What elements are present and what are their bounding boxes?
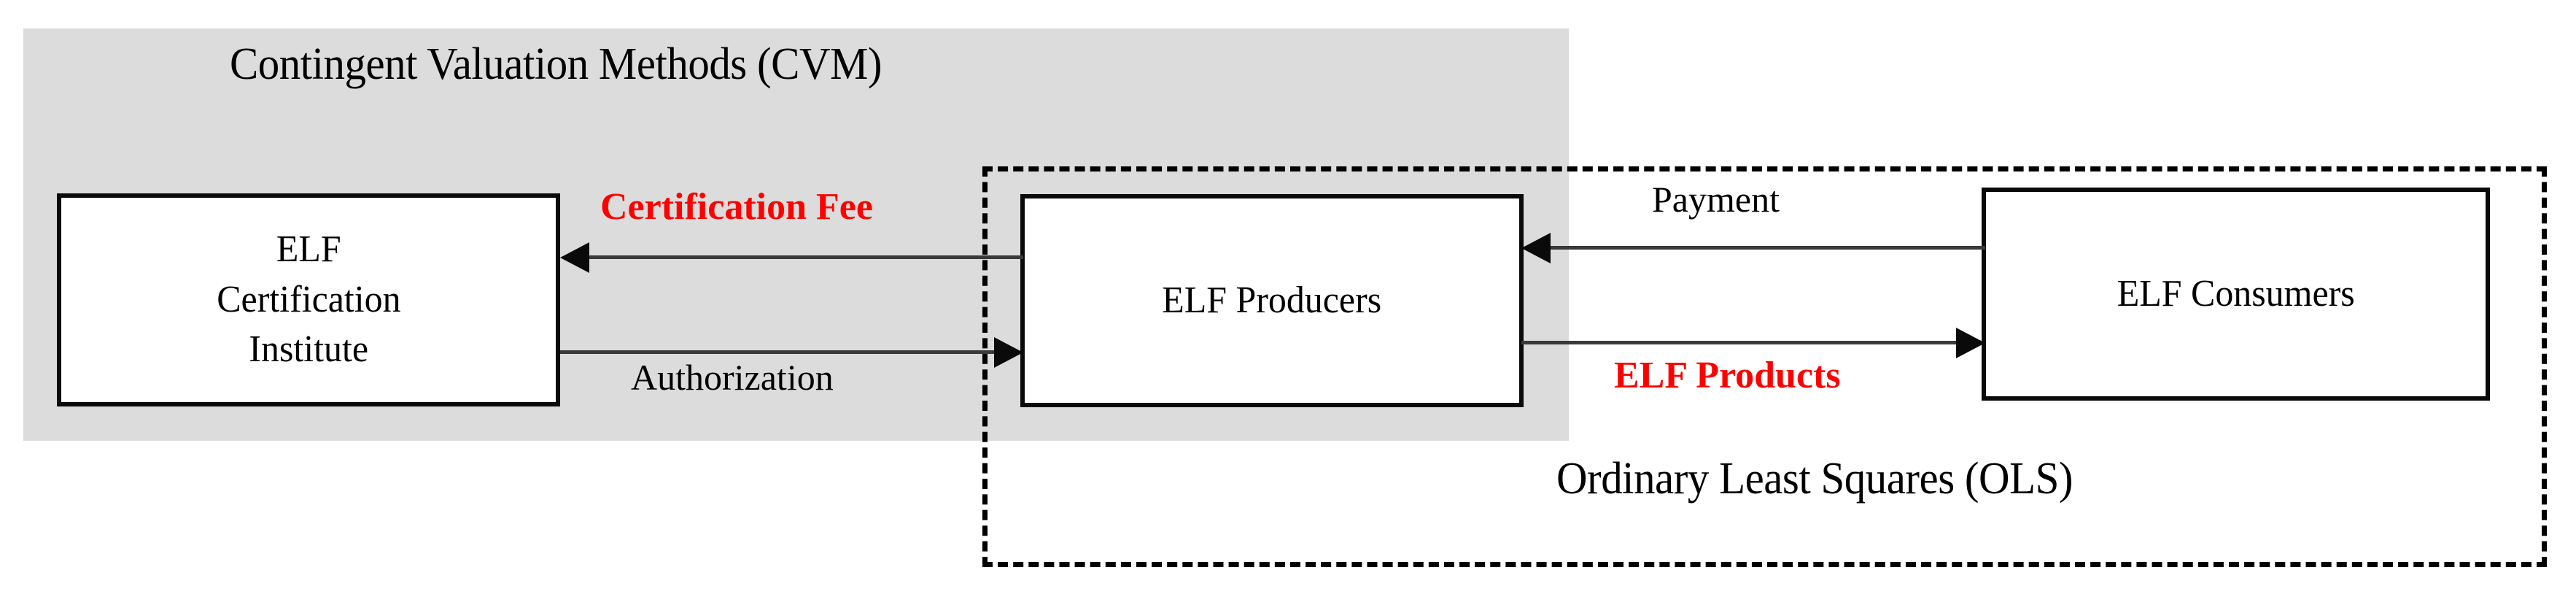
edge-payment <box>1521 233 1985 263</box>
arrowhead-right-icon <box>994 337 1023 368</box>
edge-line <box>560 350 1001 354</box>
ols-region: Ordinary Least Squares (OLS) <box>982 166 2547 567</box>
edge-line <box>1543 246 1985 250</box>
edge-elf-products <box>1521 328 1985 358</box>
node-label-line: ELF Producers <box>1162 279 1382 321</box>
arrowhead-left-icon <box>560 242 589 273</box>
node-label-line: Institute <box>249 328 368 371</box>
node-label-line: Certification <box>216 278 401 320</box>
node-elf-consumers[interactable]: ELF Consumers <box>1982 188 2490 401</box>
ols-region-title: Ordinary Least Squares (OLS) <box>1556 454 2073 504</box>
arrowhead-right-icon <box>1956 328 1985 358</box>
edge-line <box>582 255 1023 259</box>
edge-label-elf-products: ELF Products <box>1614 355 1841 396</box>
edge-label-certification-fee: Certification Fee <box>600 186 873 228</box>
edge-certification-fee <box>560 242 1023 273</box>
node-label-line: ELF Consumers <box>2117 272 2355 315</box>
node-elf-certification-institute[interactable]: ELF Certification Institute <box>57 193 560 406</box>
edge-line <box>1521 341 1963 344</box>
edge-authorization <box>560 337 1023 368</box>
node-elf-producers[interactable]: ELF Producers <box>1020 194 1524 407</box>
node-label-line: ELF <box>276 228 341 271</box>
arrowhead-left-icon <box>1521 233 1551 263</box>
edge-label-payment: Payment <box>1652 179 1780 220</box>
cvm-region-title: Contingent Valuation Methods (CVM) <box>230 39 882 89</box>
edge-label-authorization: Authorization <box>631 357 834 398</box>
